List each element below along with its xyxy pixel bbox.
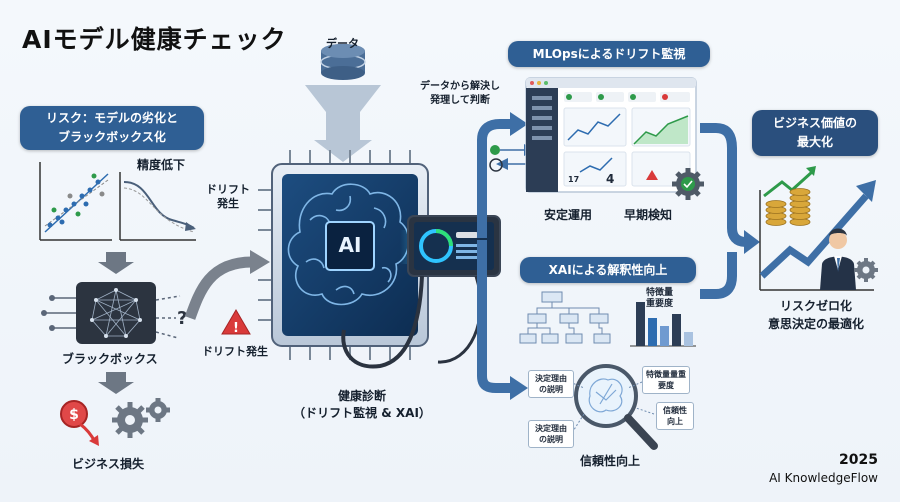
footer-brand: AI KnowledgeFlow xyxy=(769,471,878,485)
tag-feature-importance: 特徴量量重要度 xyxy=(642,366,690,394)
ai-chip-label: AI xyxy=(338,233,362,257)
decision-tree-icon xyxy=(519,291,611,344)
diagnosis-line1: 健康診断 xyxy=(337,389,386,403)
business-title-line2: 最大化 xyxy=(796,135,833,149)
risk-title: リスク：モデルの劣化と ブラックボックス化 xyxy=(20,106,204,150)
mlops-dashboard xyxy=(525,77,697,193)
black-box-network-icon: ? xyxy=(41,282,187,344)
xai-title: XAIによる解釈性向上 xyxy=(520,257,696,283)
business-result-line1: リスクゼロ化 xyxy=(779,299,852,313)
stethoscope-icon xyxy=(341,275,424,369)
warning-icon: ! xyxy=(221,309,251,336)
money-loss-icon: $ xyxy=(60,400,99,446)
feature-importance-line1: 特徴量 xyxy=(646,288,674,298)
business-result-line2: 意思決定の最適化 xyxy=(767,317,864,331)
business-loss-label: ビジネス損失 xyxy=(72,457,145,471)
drift-label-bottom: ドリフト発生 xyxy=(202,345,268,358)
chip-pins xyxy=(258,150,411,360)
risk-title-line1: リスク：モデルの劣化と xyxy=(45,111,178,125)
flow-arrow-icon xyxy=(184,256,253,320)
business-title-line1: ビジネス価値の xyxy=(772,116,857,130)
feature-importance-line2: 重要度 xyxy=(646,299,674,309)
feature-importance-chart xyxy=(630,302,696,347)
svg-text:$: $ xyxy=(69,407,79,423)
accuracy-drop-chart-icon xyxy=(119,172,196,241)
footer-year: 2025 xyxy=(839,452,878,468)
gear-icon xyxy=(854,258,878,282)
business-title: ビジネス価値の 最大化 xyxy=(752,110,878,156)
magnifier-icon xyxy=(574,364,658,450)
flow-arrow-icon xyxy=(477,119,747,393)
trust-label: 信頼性向上 xyxy=(580,454,641,468)
page-title: AIモデル健康チェック xyxy=(22,25,287,54)
tag-trust: 信頼性向上 xyxy=(656,402,694,430)
diagnosis-line2: （ドリフト監視 & XAI） xyxy=(293,406,431,420)
feature-importance-label: 特徴量 重要度 xyxy=(646,288,673,310)
detect-label-line2: 発理して判断 xyxy=(430,95,490,106)
drift-label-top-line2: 発生 xyxy=(217,197,239,210)
drift-label-top: ドリフト 発生 xyxy=(206,183,250,211)
data-label: データ xyxy=(326,37,359,50)
businessman-icon xyxy=(820,228,856,290)
accuracy-drop-label: 精度低下 xyxy=(137,158,186,172)
drift-label-top-line1: ドリフト xyxy=(206,183,250,196)
early-detection-label: 早期検知 xyxy=(624,208,673,222)
mlops-title: MLOpsによるドリフト監視 xyxy=(508,41,710,67)
svg-text:!: ! xyxy=(233,321,239,336)
down-arrow-icon xyxy=(98,252,134,274)
business-result-label: リスクゼロ化 意思決定の最適化 xyxy=(746,297,886,333)
brain-icon xyxy=(287,183,410,306)
stable-operation-label: 安定運用 xyxy=(544,208,593,222)
tag-decision-reason-2: 決定理由の説明 xyxy=(528,420,574,448)
database-icon xyxy=(320,44,366,80)
svg-text:?: ? xyxy=(177,308,187,329)
gear-check-icon xyxy=(672,168,704,200)
risk-title-line2: ブラックボックス化 xyxy=(58,130,166,144)
data-flow-arrow xyxy=(305,85,381,162)
tag-decision-reason: 決定理由の説明 xyxy=(528,370,574,398)
dashboard-value: 17 xyxy=(568,175,580,184)
scatter-chart-icon xyxy=(39,162,112,241)
detect-label-line1: データから解決し xyxy=(420,81,500,92)
diagnosis-label: 健康診断 （ドリフト監視 & XAI） xyxy=(282,388,442,422)
gear-icon xyxy=(112,398,170,438)
black-box-label: ブラックボックス xyxy=(62,352,158,366)
down-arrow-icon xyxy=(98,372,134,394)
detect-label: データから解決し 発理して判断 xyxy=(420,80,500,108)
dashboard-value-2: 4 xyxy=(606,172,615,186)
